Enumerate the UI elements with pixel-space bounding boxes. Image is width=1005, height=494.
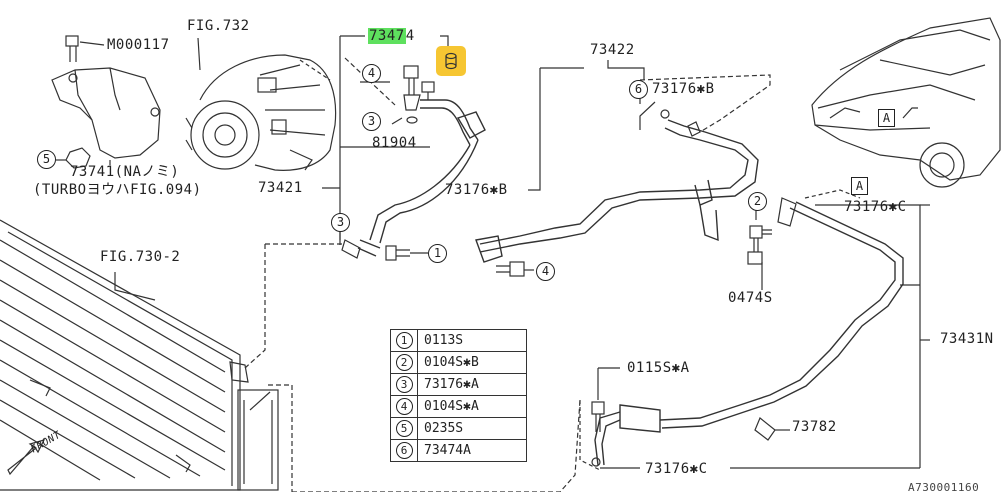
label-73422: 73422 [590, 42, 635, 58]
callout-6[interactable]: 6 [629, 80, 648, 99]
heat-shield-illustration [51, 67, 161, 159]
callout-3-lower[interactable]: 3 [331, 213, 350, 232]
highlight-marker [436, 46, 466, 76]
label-73176c-right: 73176✱C [844, 199, 907, 215]
high-pressure-hose-illustration [475, 119, 759, 263]
legend-part-number: 0235S [417, 417, 527, 440]
liquid-pipe-illustration [594, 201, 904, 466]
front-arrow-icon [7, 439, 46, 476]
label-73421: 73421 [258, 180, 303, 196]
callout-2[interactable]: 2 [748, 192, 767, 211]
compressor-illustration [185, 54, 337, 171]
legend-number: 2 [395, 354, 413, 371]
ref-a-pipe[interactable]: A [851, 177, 868, 195]
bolt-0104sb-illustration [749, 225, 772, 239]
label-73741: 73741(NAノミ) [70, 164, 180, 180]
callout-4-upper[interactable]: 4 [362, 64, 381, 83]
legend-number: 6 [395, 442, 413, 459]
legend-number-cell: 2 [390, 351, 418, 374]
low-pressure-hose-illustration [357, 99, 486, 257]
legend-number-cell: 5 [390, 417, 418, 440]
condenser-illustration [0, 219, 279, 491]
label-73474-highlight: 7347 [368, 28, 406, 44]
label-0115sa: 0115S✱A [627, 360, 690, 376]
bolt-0113s-illustration [385, 245, 410, 261]
charge-valve-illustration [403, 65, 435, 124]
legend-part-number: 73474A [417, 439, 527, 462]
legend-number: 3 [395, 376, 413, 393]
label-m000117: M000117 [107, 37, 170, 53]
callout-3-upper[interactable]: 3 [362, 112, 381, 131]
legend-number: 5 [395, 420, 413, 437]
label-73474-suffix: 4 [405, 28, 415, 44]
legend-part-number: 0113S [417, 329, 527, 352]
legend-part-number: 0104S✱B [417, 351, 527, 374]
callout-5[interactable]: 5 [37, 150, 56, 169]
label-diagram-code: A730001160 [908, 481, 980, 494]
legend-number: 4 [395, 398, 413, 415]
vehicle-illustration [811, 17, 1001, 188]
bolt-0474s-illustration [747, 238, 763, 265]
legend-number-cell: 1 [390, 329, 418, 352]
label-turbo-note: (TURBOヨウハFIG.094) [33, 182, 202, 198]
label-81904: 81904 [372, 135, 417, 151]
legend-part-number: 73176✱A [417, 373, 527, 396]
legend-number: 1 [395, 332, 413, 349]
label-73176b-mid: 73176✱B [445, 182, 508, 198]
bolt-lower-illustration [496, 261, 525, 277]
legend-number-cell: 6 [390, 439, 418, 462]
label-73474: 73474 [368, 28, 415, 44]
legend-number-cell: 3 [390, 373, 418, 396]
cap-icon [445, 52, 457, 70]
label-fig732: FIG.732 [187, 18, 250, 34]
label-73176c-bottom: 73176✱C [645, 461, 708, 477]
label-73431n: 73431N [940, 331, 994, 347]
legend-number-cell: 4 [390, 395, 418, 418]
label-73782: 73782 [792, 419, 837, 435]
label-fig730: FIG.730-2 [100, 249, 181, 265]
callout-1[interactable]: 1 [428, 244, 447, 263]
bolt-m000117-illustration [65, 35, 105, 62]
ref-a-vehicle[interactable]: A [878, 109, 895, 127]
callout-4-lower[interactable]: 4 [536, 262, 555, 281]
clip-73782-illustration [754, 417, 776, 441]
label-0474s: 0474S [728, 290, 773, 306]
bolt-0115sa-illustration [591, 367, 620, 432]
legend-part-number: 0104S✱A [417, 395, 527, 418]
label-73176b-top: 73176✱B [652, 81, 715, 97]
